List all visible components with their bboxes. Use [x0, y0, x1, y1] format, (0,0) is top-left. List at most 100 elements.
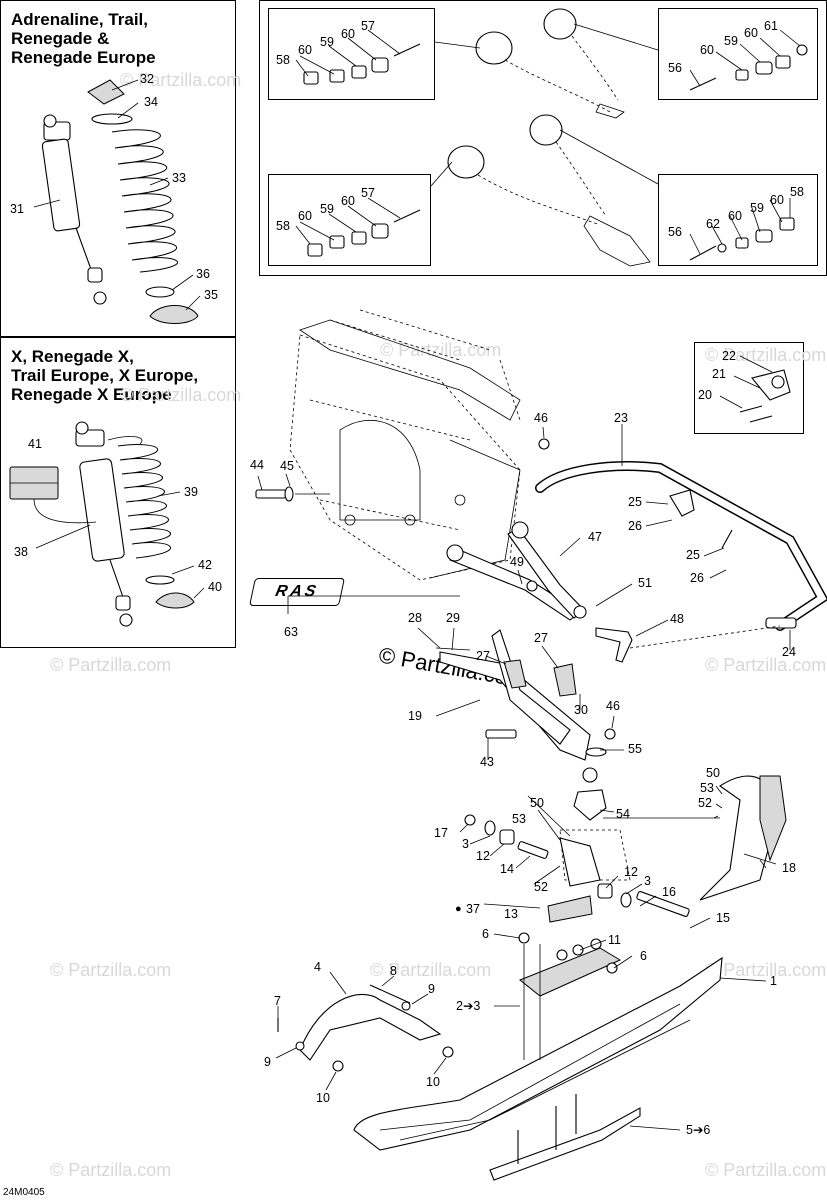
ball-joint-54 — [573, 789, 607, 821]
runner-5 — [489, 1107, 641, 1181]
callout-9: 9 — [428, 982, 435, 996]
callout-33: 33 — [172, 171, 186, 185]
callout-52: 52 — [534, 880, 548, 894]
callout-48: 48 — [670, 612, 684, 626]
callout-60: 60 — [298, 43, 312, 57]
tie-rod-end-48 — [595, 627, 633, 663]
callout-60: 60 — [341, 194, 355, 208]
collar-36 — [145, 286, 175, 298]
preload-ring-41 — [9, 466, 59, 500]
callout-35: 35 — [204, 288, 218, 302]
callout-60: 60 — [298, 209, 312, 223]
bolt-43 — [485, 729, 517, 739]
handle-4 — [299, 993, 442, 1061]
callout-44: 44 — [250, 458, 264, 472]
hardware-row — [689, 217, 795, 261]
callout-2-to-3: 2➔3 — [456, 999, 481, 1013]
callout-57: 57 — [361, 186, 375, 200]
callout-41: 41 — [28, 437, 42, 451]
bushing-24 — [765, 617, 797, 629]
callout-61: 61 — [764, 19, 778, 33]
inset-bracket — [694, 342, 804, 434]
callout-39: 39 — [184, 485, 198, 499]
lower-a-arm-19 — [439, 629, 616, 761]
callout-57: 57 — [361, 19, 375, 33]
callout-53: 53 — [700, 781, 714, 795]
callout-20: 20 — [698, 388, 712, 402]
washer-45 — [284, 486, 294, 502]
a-arm-upper-outline — [475, 8, 625, 119]
callout-13: 13 — [504, 907, 518, 921]
bumper-32 — [87, 79, 125, 105]
callout-59: 59 — [724, 34, 738, 48]
hardware-row — [307, 209, 421, 257]
callout-50: 50 — [530, 796, 544, 810]
callout-32: 32 — [140, 72, 154, 86]
callout-31: 31 — [10, 202, 24, 216]
callout-46: 46 — [606, 699, 620, 713]
callout-1: 1 — [770, 974, 777, 988]
callout-59: 59 — [750, 201, 764, 215]
callout-12: 12 — [476, 849, 490, 863]
callout-29: 29 — [446, 611, 460, 625]
callout-49: 49 — [510, 555, 524, 569]
callout-50: 50 — [706, 766, 720, 780]
callout-5-to-6: 5➔6 — [686, 1123, 711, 1137]
callout-8: 8 — [390, 964, 397, 978]
watermark: © Partzilla.com — [705, 345, 827, 365]
spring-seat-35 — [149, 305, 199, 324]
callout-22: 22 — [722, 349, 736, 363]
callout-58: 58 — [276, 219, 290, 233]
inset-top-left — [268, 8, 435, 100]
callout-21: 21 — [712, 367, 726, 381]
callout-9: 9 — [264, 1055, 271, 1069]
stopper-13 — [547, 895, 593, 923]
bolt-44 — [255, 489, 287, 499]
callout-10: 10 — [426, 1075, 440, 1089]
callout-4: 4 — [314, 960, 321, 974]
callout-23: 23 — [614, 411, 628, 425]
spring-39 — [117, 444, 171, 559]
shock-absorber-31 — [41, 114, 107, 305]
callout-60: 60 — [770, 193, 784, 207]
a-arm-lower-outline — [447, 114, 651, 267]
callout-30: 30 — [574, 703, 588, 717]
hardware-row — [689, 44, 808, 91]
bracket-25 — [669, 489, 695, 517]
callout-45: 45 — [280, 459, 294, 473]
callout-37: 37 — [466, 902, 480, 916]
callout-60: 60 — [341, 27, 355, 41]
panel-shock-x — [0, 336, 236, 648]
callout-25: 25 — [628, 495, 642, 509]
callout-10: 10 — [316, 1091, 330, 1105]
callout-26: 26 — [690, 571, 704, 585]
callout-3: 3 — [644, 874, 651, 888]
callout-17: 17 — [434, 826, 448, 840]
sway-bar-23 — [536, 462, 827, 630]
watermark: © Partzilla.com — [50, 960, 172, 980]
callout-47: 47 — [588, 530, 602, 544]
spindle-outline — [559, 829, 631, 881]
callout-11: 11 — [608, 933, 621, 947]
callout-42: 42 — [198, 558, 212, 572]
ball-joint-51 — [573, 605, 587, 619]
watermark: © Partzilla.com — [50, 1160, 172, 1180]
callout-60: 60 — [744, 26, 758, 40]
watermark: © Partzilla.com — [370, 960, 492, 980]
watermark: © Partzilla.com — [120, 385, 242, 405]
callout-26: 26 — [628, 519, 642, 533]
callout-63: 63 — [284, 625, 298, 639]
callout-40: 40 — [208, 580, 222, 594]
callout-6: 6 — [482, 927, 489, 941]
ski-1 — [353, 947, 723, 1151]
watermark: © Partzilla.com — [120, 70, 242, 90]
callout-15: 15 — [716, 911, 730, 925]
drop-icon: ● — [455, 903, 462, 915]
callout-36: 36 — [196, 267, 210, 281]
spring-seat-40 — [155, 592, 195, 609]
callout-60: 60 — [728, 209, 742, 223]
washer-34 — [91, 113, 133, 125]
inset-bottom-right — [658, 174, 818, 266]
upper-a-arm-47 — [446, 521, 585, 621]
callout-58: 58 — [790, 185, 804, 199]
